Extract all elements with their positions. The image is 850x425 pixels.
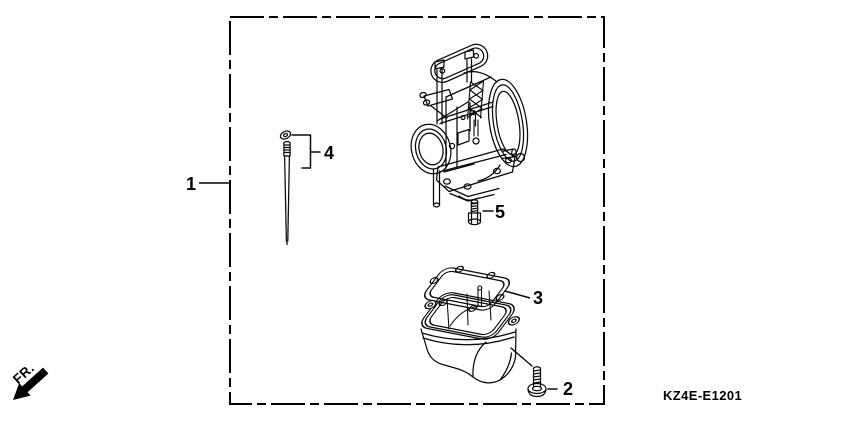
callout-3-leader (504, 290, 531, 299)
jet-needle-drawing (279, 130, 321, 246)
needle-shaft (283, 155, 291, 242)
callout-4-bracket (291, 134, 312, 169)
bowl-gasket-drawing (424, 265, 531, 312)
main-jet-drawing (467, 199, 494, 226)
carb-body (439, 76, 494, 169)
slide-cover-flange (430, 43, 489, 83)
callout-2-label: 2 (563, 379, 573, 399)
needle-head (283, 140, 291, 157)
bowl-screw-drawing (527, 366, 558, 398)
kit-boundary-box (199, 16, 605, 405)
carburetor-drawing (410, 43, 529, 208)
bowl-interior (446, 285, 492, 330)
bowl-body (420, 328, 517, 384)
needle-clip (279, 130, 292, 140)
drawing-code: KZ4E-E1201 (663, 388, 742, 403)
callout-5-label: 5 (495, 202, 505, 222)
callout-3-label: 3 (533, 288, 543, 308)
float-bowl-drawing (420, 285, 533, 384)
callout-2-leader (510, 347, 533, 367)
bell-mouth (487, 78, 529, 168)
fuel-inlet (501, 148, 526, 163)
callout-4-label: 4 (324, 143, 334, 163)
bowl-flange (435, 148, 516, 202)
drain-tube (432, 168, 441, 208)
front-direction-arrow: FR. (10, 360, 49, 400)
cable-bracket (419, 88, 454, 119)
callout-1-label: 1 (186, 174, 196, 194)
arrow-icon (13, 367, 49, 400)
